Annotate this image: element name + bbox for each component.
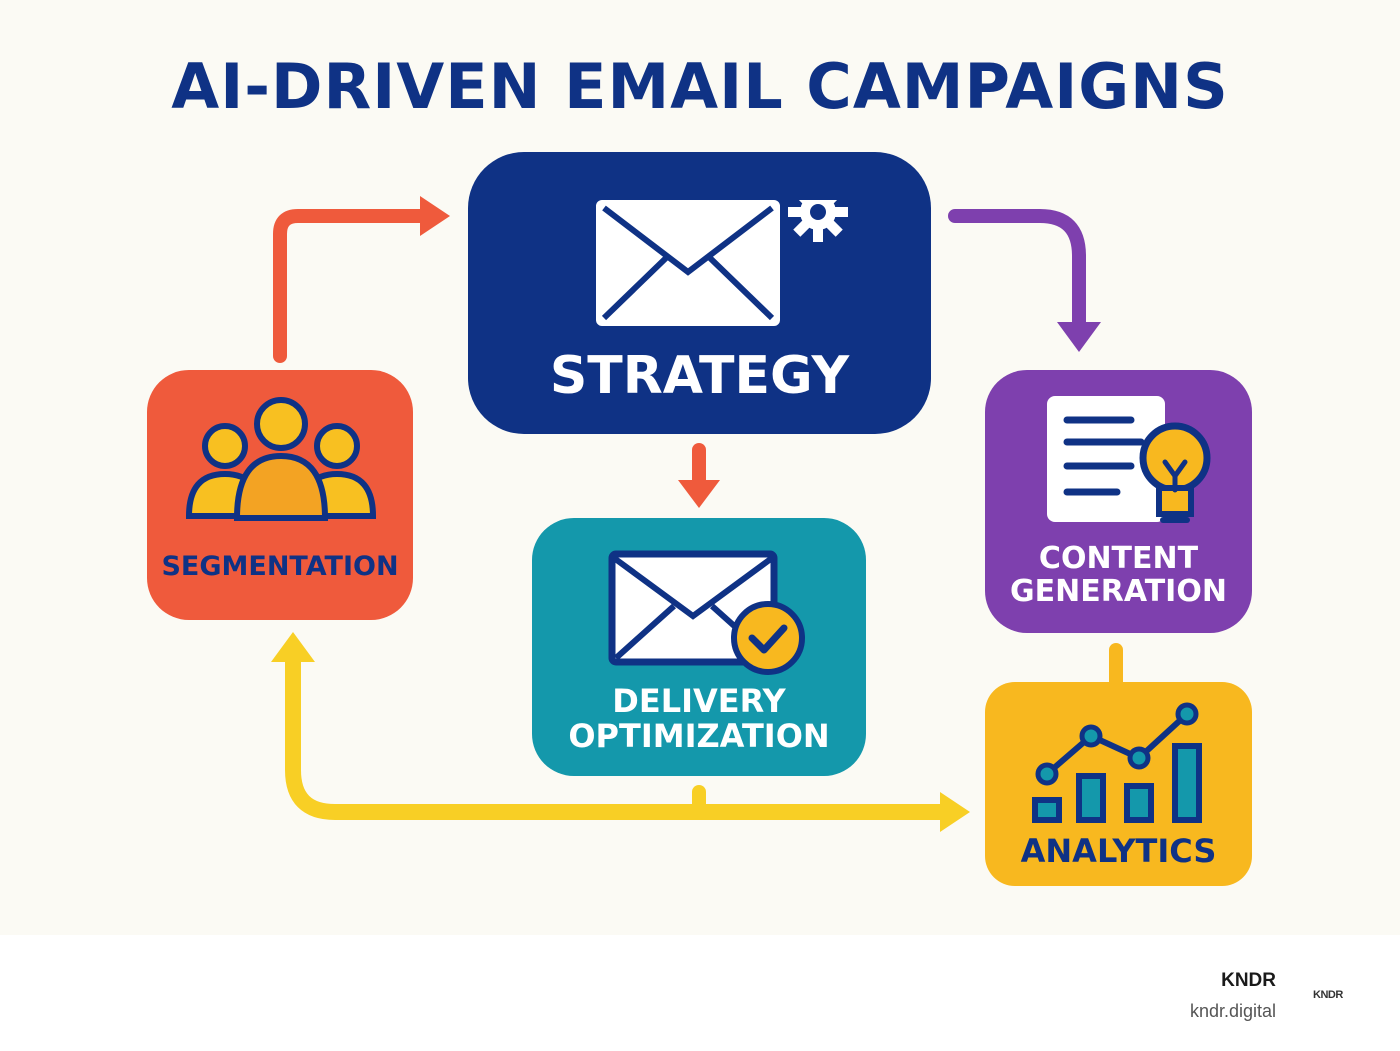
analytics-label: ANALYTICS [1020, 832, 1217, 870]
bar-line-chart-icon [1032, 702, 1202, 823]
content-label-line2: GENERATION [1010, 574, 1227, 609]
arrow-segmentation-to-strategy [273, 209, 432, 363]
arrow-strategy-to-content [948, 209, 1086, 332]
segmentation-node: SEGMENTATION [147, 370, 413, 620]
content-generation-label: CONTENT GENERATION [985, 542, 1252, 608]
segmentation-label: SEGMENTATION [161, 551, 399, 582]
brand-url: kndr.digital [1189, 1001, 1276, 1021]
delivery-label-line1: DELIVERY [612, 682, 786, 720]
strategy-label: STRATEGY [549, 346, 850, 406]
content-label-line1: CONTENT [1038, 541, 1199, 576]
arrow-head-to-segmentation [271, 632, 315, 662]
brand-logo: KNDR [1313, 989, 1343, 1001]
document-lightbulb-icon [1047, 396, 1211, 523]
diagram-title: AI-DRIVEN EMAIL CAMPAIGNS [171, 50, 1229, 123]
arrow-head-segmentation-to-strategy [420, 196, 450, 236]
connector-arrows [271, 196, 1123, 832]
arrow-head-strategy-to-content [1057, 322, 1101, 352]
arrow-head-to-analytics [940, 792, 970, 832]
envelope-check-icon [608, 550, 805, 675]
people-group-icon [185, 397, 377, 521]
arrow-head-strategy-to-delivery [678, 480, 720, 508]
delivery-optimization-node: DELIVERY OPTIMIZATION [532, 518, 866, 776]
envelope-gear-icon [596, 200, 848, 326]
delivery-label-line2: OPTIMIZATION [568, 717, 830, 756]
arrow-analytics-to-segmentation [285, 654, 953, 820]
delivery-optimization-label: DELIVERY OPTIMIZATION [532, 682, 866, 756]
strategy-node: STRATEGY [468, 152, 931, 434]
analytics-node: ANALYTICS [985, 682, 1252, 886]
brand-name: KNDR [1221, 970, 1276, 991]
content-generation-node: CONTENT GENERATION [985, 370, 1252, 633]
diagram-canvas: AI-DRIVEN EMAIL CAMPAIGNS [0, 0, 1400, 935]
